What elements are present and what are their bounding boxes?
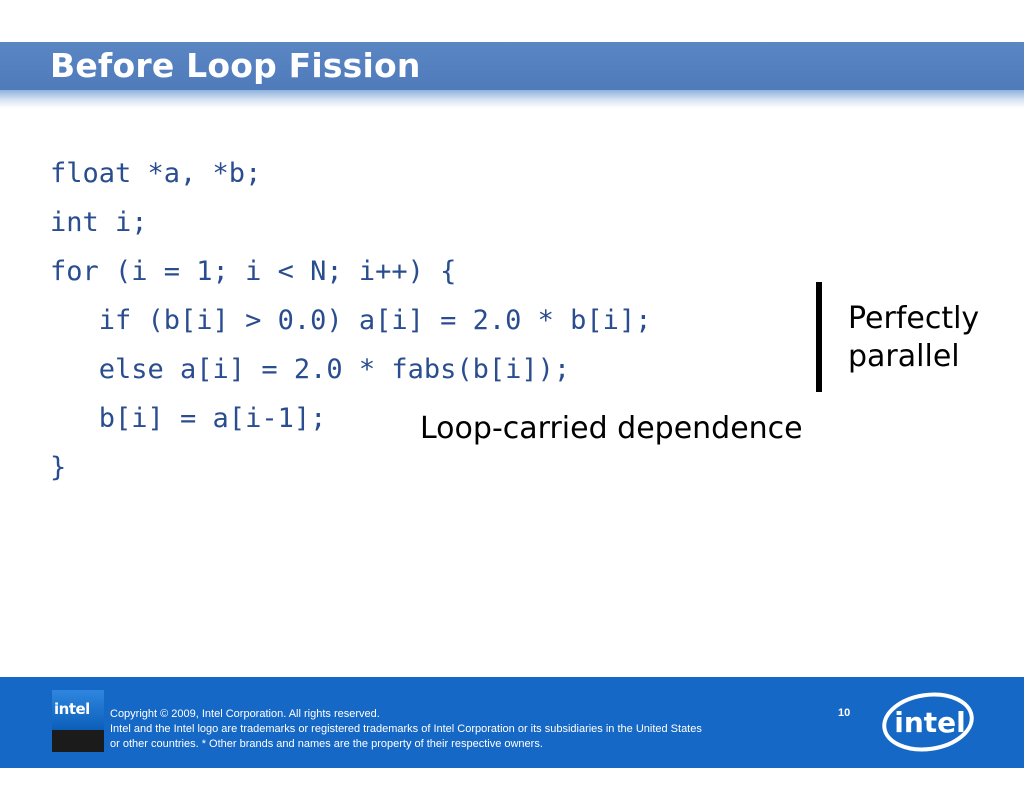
code-line-7: } [50, 452, 67, 483]
code-line-5: else a[i] = 2.0 * fabs(b[i]); [50, 354, 571, 385]
intel-software-logo-label: Software [58, 775, 98, 785]
footer-trademark-line-1: Intel and the Intel logo are trademarks … [110, 723, 702, 735]
slide-title: Before Loop Fission [50, 46, 421, 85]
title-bar-fade [0, 90, 1024, 108]
footer-copyright: Copyright © 2009, Intel Corporation. All… [110, 708, 380, 720]
intel-software-logo-word: intel [54, 700, 90, 718]
parallel-annotation: Perfectly parallel [848, 300, 979, 376]
parallel-annotation-line-2: parallel [848, 339, 960, 374]
parallel-annotation-line-1: Perfectly [848, 301, 980, 336]
dependence-annotation: Loop-carried dependence [420, 411, 803, 446]
page-number: 10 [838, 707, 851, 719]
footer-legal-text: Copyright © 2009, Intel Corporation. All… [110, 707, 830, 752]
code-line-3: for (i = 1; i < N; i++) { [50, 256, 457, 287]
footer-trademark-line-2: or other countries. * Other brands and n… [110, 738, 543, 750]
code-line-4: if (b[i] > 0.0) a[i] = 2.0 * b[i]; [50, 305, 652, 336]
intel-logo-icon: intel [882, 692, 974, 752]
code-line-2: int i; [50, 207, 148, 238]
intel-software-logo-top: intel [52, 690, 104, 730]
code-line-1: float *a, *b; [50, 158, 262, 189]
code-line-6: b[i] = a[i-1]; [50, 403, 327, 434]
footer: intel Software Copyright © 2009, Intel C… [0, 677, 1024, 785]
intel-software-logo: intel Software [52, 690, 104, 785]
intel-software-logo-bottom: Software [52, 730, 104, 785]
intel-logo-word: intel [894, 706, 966, 739]
parallel-bracket [816, 282, 822, 392]
title-bar [0, 42, 1024, 90]
